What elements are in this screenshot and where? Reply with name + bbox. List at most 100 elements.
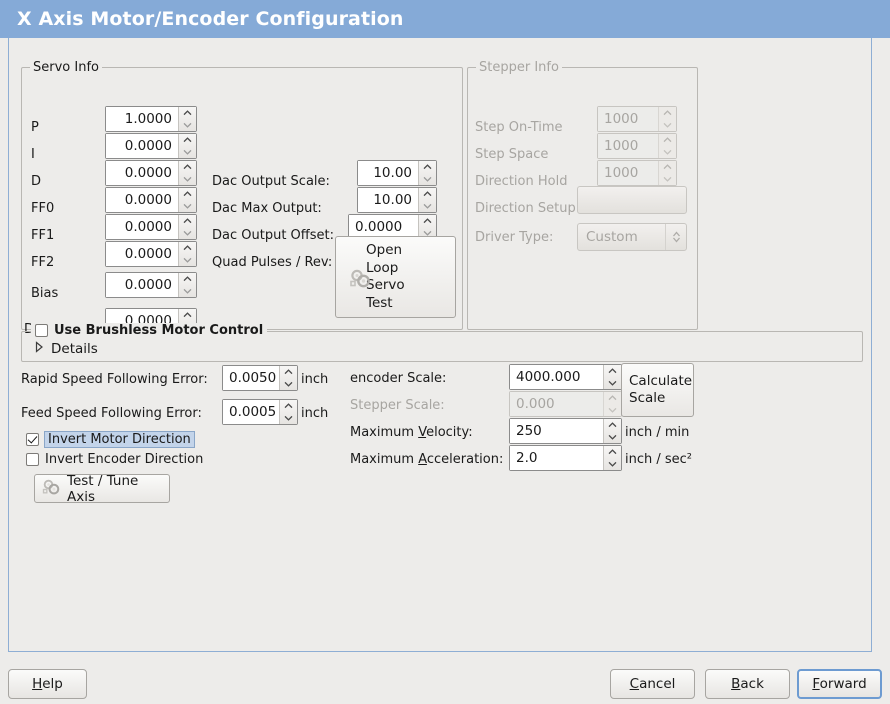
checkbox-box[interactable] [26,453,39,466]
step-on-time-spinner[interactable] [658,107,676,131]
spin-up-icon[interactable] [604,446,621,458]
servo-input-bias-spinner[interactable] [178,273,196,297]
dac-output-scale-spinner[interactable] [418,161,436,185]
spin-up-icon[interactable] [604,365,621,377]
dac-max-output-input[interactable]: 10.00 [357,187,437,213]
feed-speed-following-error-input[interactable]: 0.0005 [222,399,298,425]
forward-button[interactable]: Forward [797,669,882,699]
servo-input-ff1-value[interactable]: 0.0000 [106,215,178,239]
servo-input-i[interactable]: 0.0000 [105,133,197,159]
spin-up-icon[interactable] [419,188,436,200]
feed-speed-following-error-value[interactable]: 0.0005 [223,400,279,424]
servo-input-ff0[interactable]: 0.0000 [105,187,197,213]
spin-up-icon[interactable] [280,400,297,412]
step-space-input[interactable]: 1000 [597,133,677,159]
spin-down-icon[interactable] [659,173,676,185]
servo-input-p-spinner[interactable] [178,107,196,131]
servo-input-ff1-spinner[interactable] [178,215,196,239]
checkbox-box[interactable] [26,433,39,446]
spin-up-icon[interactable] [179,215,196,227]
encoder-scale-spinner[interactable] [603,365,621,389]
spin-up-icon[interactable] [419,215,436,227]
spin-up-icon[interactable] [179,161,196,173]
step-space-value[interactable]: 1000 [598,134,658,158]
servo-input-ff0-spinner[interactable] [178,188,196,212]
maximum-velocity-value[interactable]: 250 [510,419,603,443]
direction-hold-input[interactable]: 1000 [597,160,677,186]
spin-down-icon[interactable] [179,254,196,266]
chevron-right-icon[interactable] [34,341,44,357]
servo-input-i-value[interactable]: 0.0000 [106,134,178,158]
servo-input-bias[interactable]: 0.0000 [105,272,197,298]
details-expander[interactable]: Details [34,341,98,357]
maximum-acceleration-spinner[interactable] [603,446,621,470]
servo-input-ff0-value[interactable]: 0.0000 [106,188,178,212]
spin-up-icon[interactable] [179,107,196,119]
spin-down-icon[interactable] [604,458,621,470]
spin-up-icon[interactable] [179,273,196,285]
rapid-spinner[interactable] [279,366,297,390]
servo-input-ff2-spinner[interactable] [178,242,196,266]
servo-input-d[interactable]: 0.0000 [105,160,197,186]
spin-down-icon[interactable] [659,119,676,131]
back-button[interactable]: Back [705,669,790,699]
direction-hold-value[interactable]: 1000 [598,161,658,185]
spin-down-icon[interactable] [419,200,436,212]
encoder-scale-input[interactable]: 4000.000 [509,364,622,390]
stepper-scale-input[interactable]: 0.000 [509,391,622,417]
servo-input-i-spinner[interactable] [178,134,196,158]
spin-down-icon[interactable] [280,412,297,424]
spin-up-icon[interactable] [604,392,621,404]
servo-input-d-spinner[interactable] [178,161,196,185]
spin-up-icon[interactable] [179,242,196,254]
driver-type-combo[interactable] [577,186,687,214]
spin-down-icon[interactable] [179,285,196,297]
spin-up-icon[interactable] [280,366,297,378]
maximum-acceleration-value[interactable]: 2.0 [510,446,603,470]
spin-up-icon[interactable] [179,134,196,146]
spin-up-icon[interactable] [604,419,621,431]
servo-input-ff1[interactable]: 0.0000 [105,214,197,240]
dac-output-scale-value[interactable]: 10.00 [358,161,418,185]
spin-down-icon[interactable] [179,173,196,185]
spin-up-icon[interactable] [659,134,676,146]
dac-max-output-spinner[interactable] [418,188,436,212]
driver-type-combobox[interactable]: Custom [577,223,687,251]
dac-output-offset-spinner[interactable] [418,215,436,239]
maximum-velocity-spinner[interactable] [603,419,621,443]
encoder-scale-value[interactable]: 4000.000 [510,365,603,389]
spin-down-icon[interactable] [179,200,196,212]
help-button[interactable]: Help [8,669,87,699]
invert-encoder-direction-checkbox[interactable]: Invert Encoder Direction [26,452,203,467]
feed-spinner[interactable] [279,400,297,424]
maximum-acceleration-input[interactable]: 2.0 [509,445,622,471]
calculate-scale-button[interactable]: Calculate Scale [621,363,694,417]
spin-down-icon[interactable] [179,119,196,131]
stepper-scale-spinner[interactable] [603,392,621,416]
spin-down-icon[interactable] [604,404,621,416]
use-brushless-motor-control-checkbox[interactable]: Use Brushless Motor Control [31,323,268,338]
dac-max-output-value[interactable]: 10.00 [358,188,418,212]
spin-down-icon[interactable] [280,378,297,390]
spin-down-icon[interactable] [419,173,436,185]
step-on-time-input[interactable]: 1000 [597,106,677,132]
spin-up-icon[interactable] [659,107,676,119]
invert-motor-direction-checkbox[interactable]: Invert Motor Direction [26,431,195,448]
open-loop-servo-test-button[interactable]: Open Loop Servo Test [335,236,456,318]
spin-down-icon[interactable] [604,377,621,389]
dac-output-offset-value[interactable]: 0.0000 [349,215,418,239]
maximum-velocity-input[interactable]: 250 [509,418,622,444]
test-tune-axis-button[interactable]: Test / Tune Axis [34,473,170,505]
rapid-speed-following-error-value[interactable]: 0.0050 [223,366,279,390]
servo-input-ff2[interactable]: 0.0000 [105,241,197,267]
spin-down-icon[interactable] [659,146,676,158]
spin-up-icon[interactable] [419,161,436,173]
stepper-scale-value[interactable]: 0.000 [510,392,603,416]
servo-input-p-value[interactable]: 1.0000 [106,107,178,131]
spin-up-icon[interactable] [179,309,196,321]
spin-down-icon[interactable] [179,146,196,158]
spin-down-icon[interactable] [419,227,436,239]
servo-input-bias-value[interactable]: 0.0000 [106,273,178,297]
spin-up-icon[interactable] [179,188,196,200]
step-space-spinner[interactable] [658,134,676,158]
